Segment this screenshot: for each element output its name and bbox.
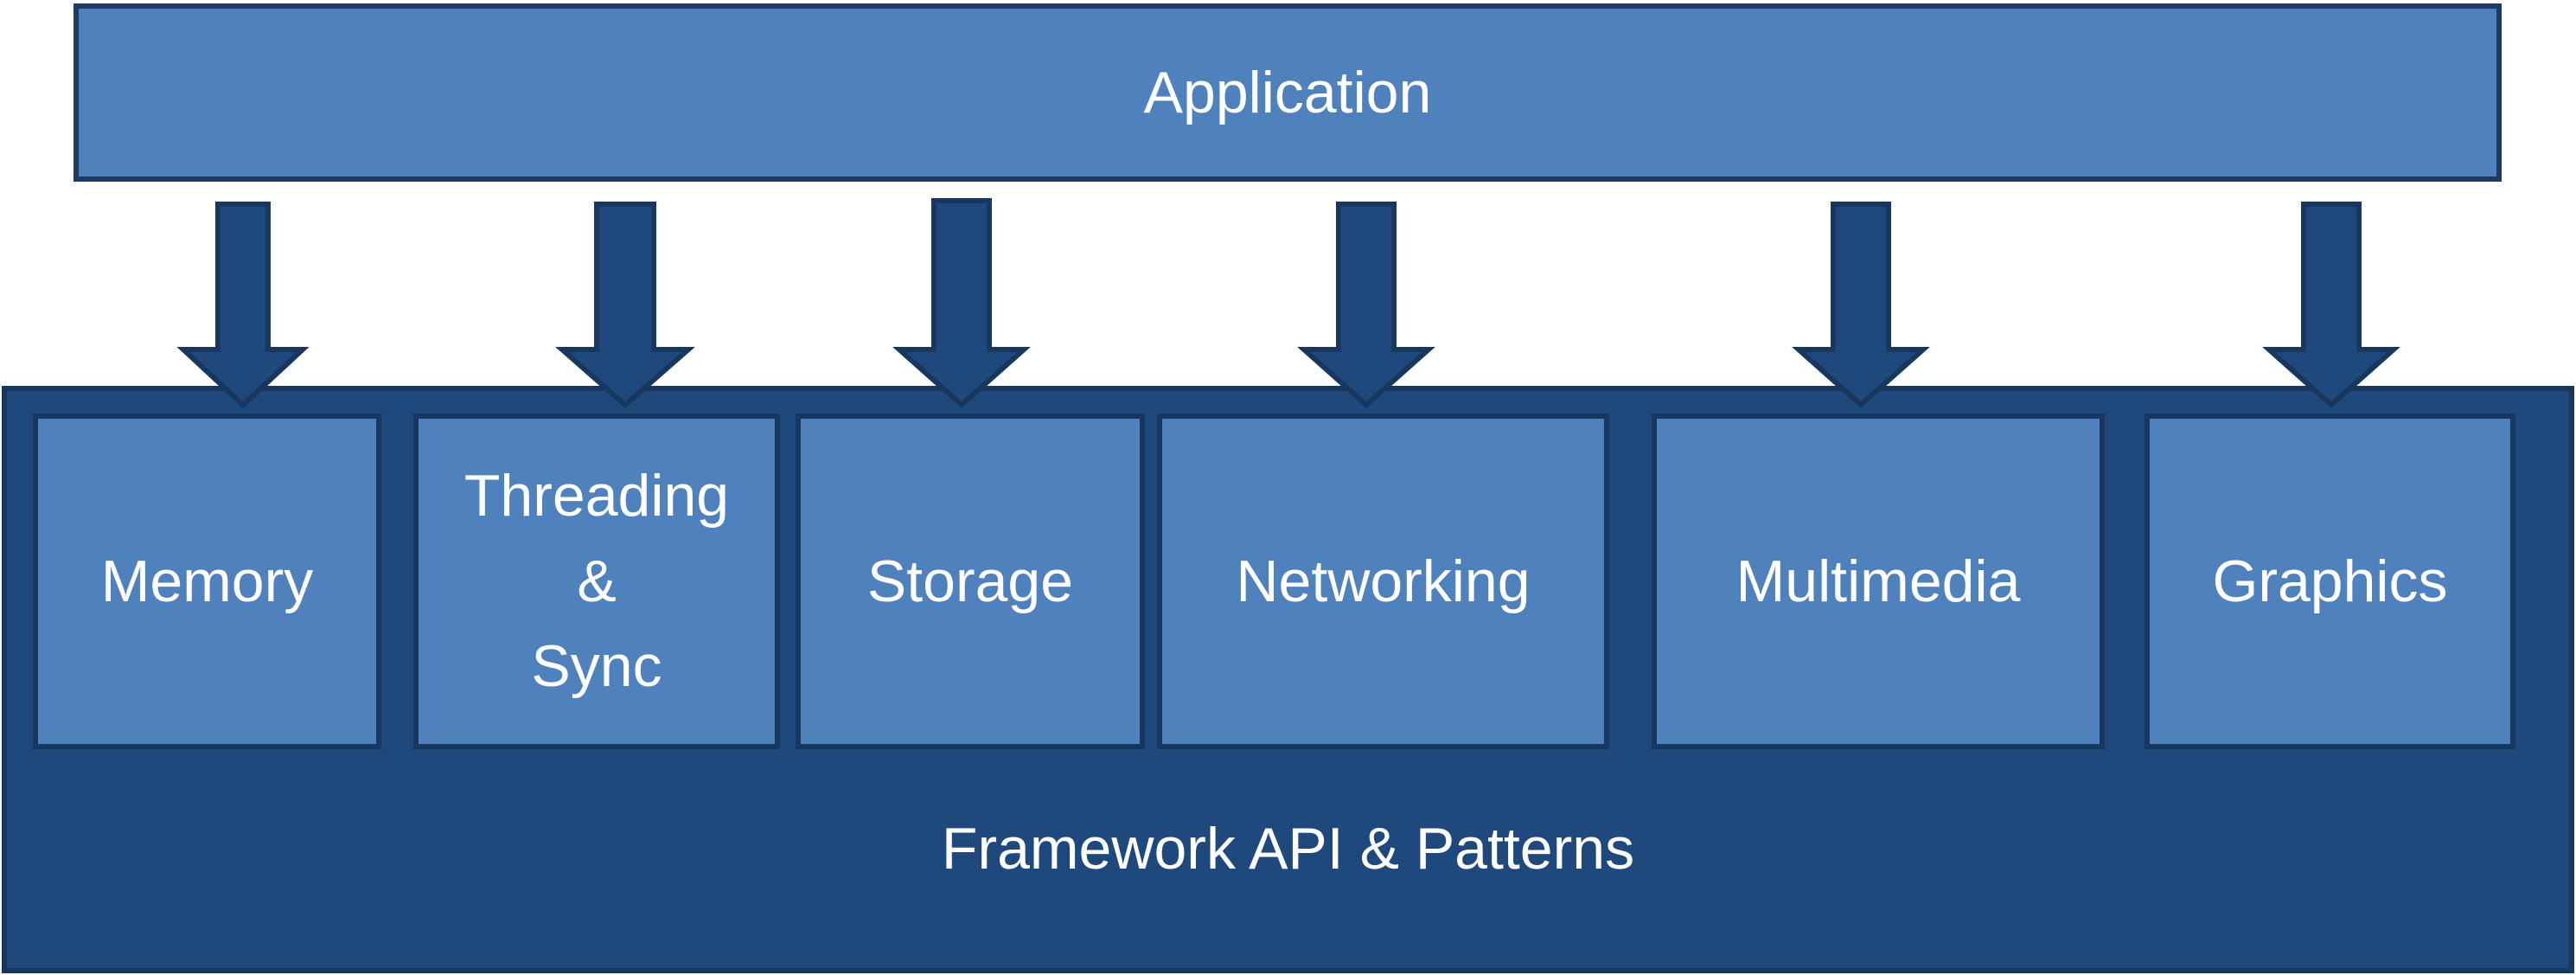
framework-label: Framework API & Patterns	[941, 816, 1635, 882]
module-threading-sync: Threading & Sync	[413, 414, 780, 749]
module-storage: Storage	[796, 414, 1145, 749]
module-graphics: Graphics	[2145, 414, 2515, 749]
module-networking: Networking	[1157, 414, 1609, 749]
arrow-down-icon-networking	[1297, 202, 1435, 409]
module-multimedia-label: Multimedia	[1735, 548, 2021, 614]
module-multimedia: Multimedia	[1652, 414, 2105, 749]
module-threading-line-3: Sync	[531, 633, 662, 700]
module-threading-line-2: &	[577, 548, 617, 614]
arrow-down-icon-graphics	[2262, 202, 2400, 409]
module-networking-label: Networking	[1236, 548, 1531, 614]
framework-layer: Memory Threading & Sync Storage Networki…	[2, 386, 2574, 973]
module-threading-line-1: Threading	[463, 463, 730, 529]
arrow-down-icon-memory	[176, 202, 310, 409]
module-graphics-label: Graphics	[2212, 548, 2448, 614]
arrow-down-icon-storage	[892, 198, 1031, 409]
module-memory-label: Memory	[100, 548, 314, 614]
module-memory: Memory	[33, 414, 381, 749]
arrow-down-icon-threading	[555, 202, 695, 408]
arrow-down-icon-multimedia	[1792, 202, 1930, 409]
module-storage-label: Storage	[866, 548, 1074, 614]
arrows-layer	[176, 198, 2400, 409]
application-layer: Application	[74, 3, 2502, 182]
application-label: Application	[1143, 60, 1432, 125]
